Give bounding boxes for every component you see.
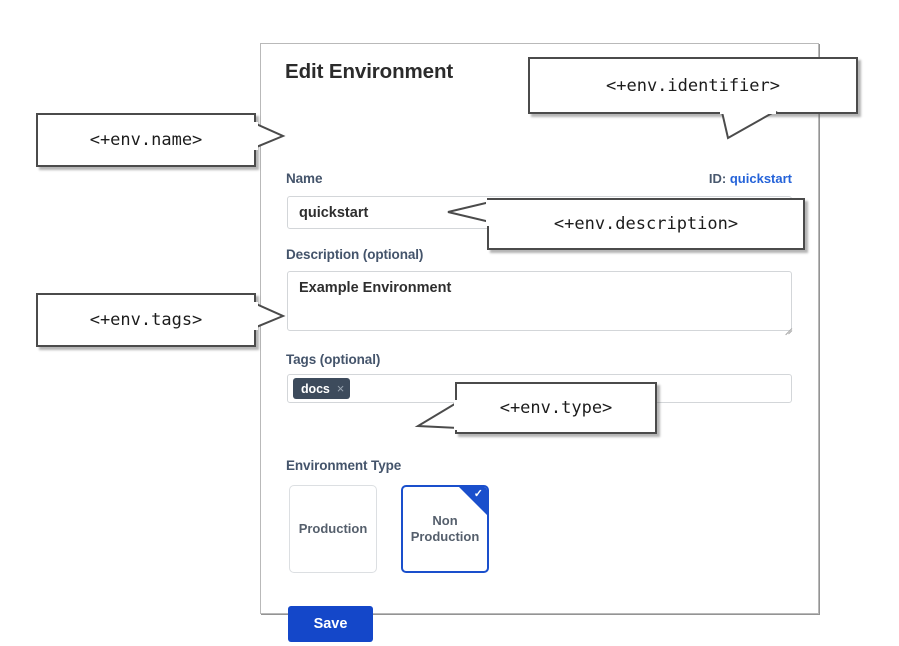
environment-id-link[interactable]: quickstart — [729, 171, 792, 186]
close-icon[interactable]: × — [336, 381, 345, 396]
environment-id-prefix: ID: — [708, 171, 727, 186]
name-label: Name — [286, 171, 323, 186]
tags-label: Tags (optional) — [286, 352, 381, 367]
callout-env-name-tail — [253, 122, 286, 150]
callout-env-type: <+env.type> — [455, 382, 657, 434]
check-icon: ✓ — [473, 488, 483, 500]
callout-text: <+env.tags> — [89, 310, 203, 330]
callout-text: <+env.type> — [499, 398, 613, 418]
environment-type-option-non-production[interactable]: Non Production ✓ — [401, 485, 489, 573]
page-title: Edit Environment — [285, 60, 454, 83]
tag-label: docs — [301, 381, 330, 396]
selected-corner-marker — [459, 487, 487, 515]
environment-type-option-production[interactable]: Production — [289, 485, 377, 573]
save-button[interactable]: Save — [288, 606, 373, 642]
callout-env-tags: <+env.tags> — [36, 293, 256, 347]
callout-text: <+env.description> — [553, 214, 739, 234]
callout-text: <+env.identifier> — [606, 75, 780, 96]
callout-text: <+env.name> — [89, 130, 203, 150]
environment-type-option-label: Non Production — [410, 513, 480, 544]
callout-env-type-tail — [414, 400, 464, 430]
description-textarea[interactable]: Example Environment — [287, 271, 792, 331]
callout-env-name: <+env.name> — [36, 113, 256, 167]
environment-type-option-label: Production — [298, 521, 368, 536]
callout-env-identifier: <+env.identifier> — [528, 57, 858, 114]
callout-env-description: <+env.description> — [487, 198, 805, 250]
environment-type-label: Environment Type — [286, 458, 402, 473]
callout-env-tags-tail — [253, 302, 286, 330]
environment-id-row: ID: quickstart — [709, 171, 792, 186]
tag-chip-docs[interactable]: docs × — [293, 378, 351, 399]
callout-env-identifier-tail — [720, 110, 778, 140]
description-label: Description (optional) — [286, 247, 424, 262]
callout-env-description-tail — [447, 200, 496, 226]
